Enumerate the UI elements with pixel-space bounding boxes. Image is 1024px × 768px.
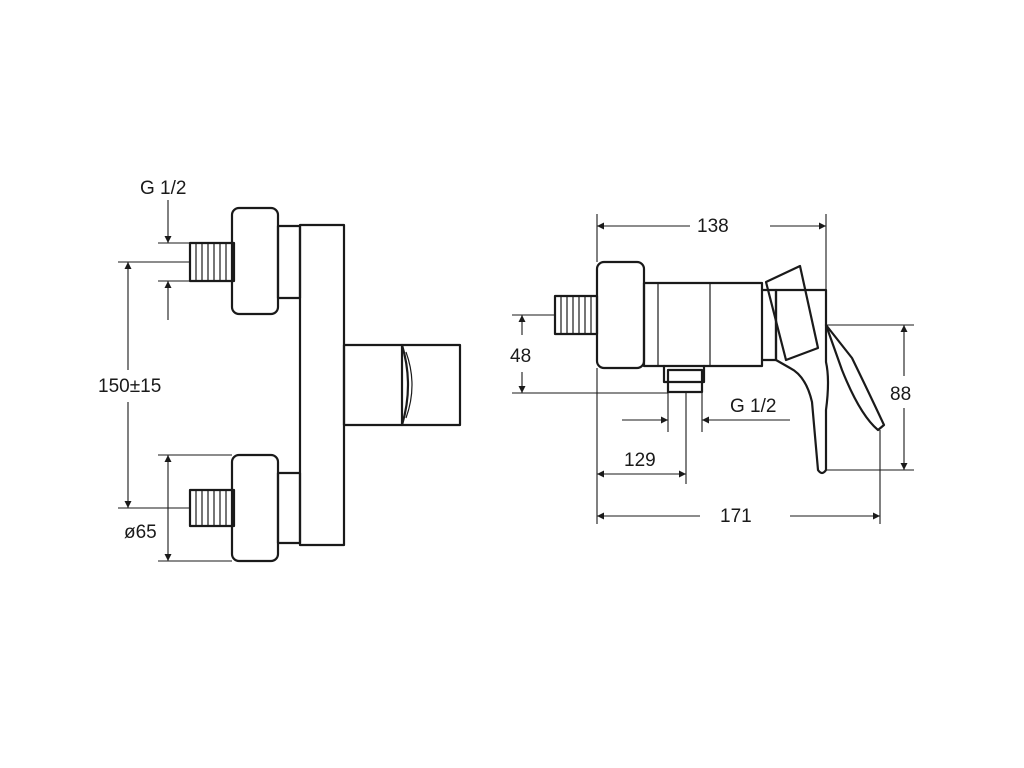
side-thread-connector (553, 294, 599, 336)
top-thread-connector (188, 241, 236, 283)
front-view: G 1/2 150±15 ø65 (98, 178, 462, 563)
label-right-thread: G 1/2 (730, 396, 776, 417)
label-lever-depth: 171 (720, 506, 752, 527)
label-outlet-129: 129 (624, 450, 656, 471)
mixer-body (298, 223, 346, 547)
bottom-thread-connector (188, 488, 236, 528)
top-rosette (230, 206, 280, 316)
side-lever-open (764, 264, 820, 362)
side-lever (774, 288, 830, 475)
outlet-nut (400, 343, 462, 427)
side-rosette (595, 260, 646, 370)
label-lever-height: 88 (890, 384, 911, 405)
label-height-48: 48 (510, 346, 531, 367)
bottom-rosette (230, 453, 280, 563)
label-depth-total: 138 (697, 216, 729, 237)
outlet-stub (342, 343, 404, 427)
side-outlet (662, 364, 706, 384)
side-view: 138 48 G 1/2 129 171 88 (510, 214, 914, 527)
label-left-thread: G 1/2 (140, 178, 186, 199)
label-rosette-diameter: ø65 (124, 522, 157, 543)
side-body (642, 281, 764, 368)
label-center-distance: 150±15 (98, 376, 161, 397)
